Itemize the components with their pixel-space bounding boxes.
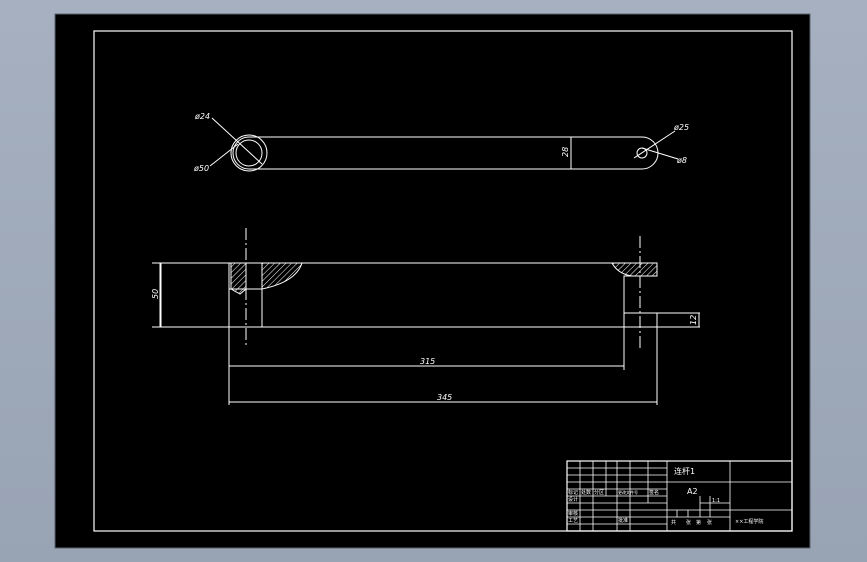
dim-28: 28 xyxy=(561,147,570,157)
left-label-3: 批准 xyxy=(618,517,628,524)
bottom-label-3: 张 xyxy=(707,519,712,526)
title-school: ××工程学院 xyxy=(735,518,763,525)
bottom-label-0: 共 xyxy=(671,519,676,526)
title-scale: 1:1 xyxy=(712,498,720,504)
dim-dia-50: ø50 xyxy=(193,164,209,173)
bottom-label-1: 张 xyxy=(686,519,691,526)
dim-dia-25: ø25 xyxy=(673,123,689,132)
section-hatch-right xyxy=(611,262,658,277)
title-block xyxy=(566,460,793,532)
bottom-label-2: 第 xyxy=(696,519,701,526)
dim-50: 50 xyxy=(151,289,160,299)
row-label-4: 签名 xyxy=(649,489,659,496)
leader-dia-50 xyxy=(209,143,239,167)
left-label-2: 工艺 xyxy=(568,518,578,524)
left-label-1: 审核 xyxy=(568,510,578,517)
dim-dia-8: ø8 xyxy=(676,156,687,165)
link-outline xyxy=(232,136,659,170)
dim-dia-24: ø24 xyxy=(194,112,210,121)
top-view xyxy=(209,117,679,172)
left-boss-outer xyxy=(230,134,268,172)
row-label-2: 分区 xyxy=(594,489,604,496)
row-label-0: 标记 xyxy=(568,489,578,496)
drawing-canvas xyxy=(54,13,811,549)
dim-12: 12 xyxy=(689,315,698,325)
row-label-3: 更改文件号 xyxy=(618,489,638,495)
left-label-0: 设计 xyxy=(568,496,578,503)
section-hatch-left-b xyxy=(261,262,303,290)
dim-315: 315 xyxy=(420,357,435,366)
title-part-name: 连杆1 xyxy=(674,466,695,476)
leader-dia-25 xyxy=(633,130,676,159)
leader-dia-24 xyxy=(211,117,263,165)
left-boss-inner xyxy=(235,139,263,167)
drawing-border xyxy=(93,30,793,532)
leader-dia-8 xyxy=(641,147,679,160)
dim-345: 345 xyxy=(437,393,452,402)
row-label-1: 处数 xyxy=(581,489,591,496)
section-hatch-left-a xyxy=(230,262,247,295)
title-sheet-size: A2 xyxy=(687,487,698,496)
